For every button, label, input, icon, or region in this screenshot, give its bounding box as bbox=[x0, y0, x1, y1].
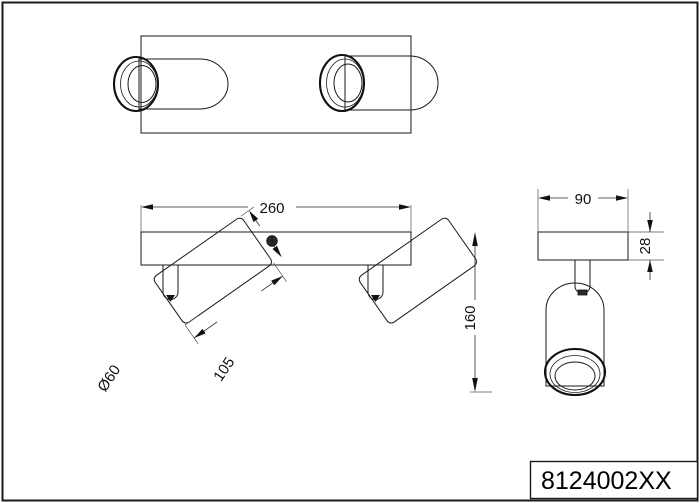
title-block: 8124002XX bbox=[529, 460, 699, 500]
right-spot-joint bbox=[371, 295, 380, 302]
dim-28-arrow-top bbox=[647, 220, 653, 232]
left-spot-body-group bbox=[153, 217, 273, 324]
dim-260-label: 260 bbox=[259, 200, 284, 217]
dim-105-ext-b bbox=[184, 315, 199, 326]
dim-260-arrow-left bbox=[141, 204, 153, 210]
article-code: 8124002XX bbox=[541, 467, 672, 495]
right-spot-body bbox=[358, 217, 478, 324]
canopy-center-screw bbox=[266, 235, 278, 247]
left-spot-joint bbox=[166, 295, 175, 302]
front-view-left-spot bbox=[153, 217, 273, 324]
dim-260-arrow-right bbox=[399, 204, 411, 210]
side-view: 90 28 bbox=[462, 189, 664, 397]
side-view-stem bbox=[574, 259, 591, 294]
right-spot-lens bbox=[333, 63, 363, 103]
side-view-barrel bbox=[545, 282, 605, 387]
dim-60-label: Ø60 bbox=[94, 362, 124, 395]
dim-105-label: 105 bbox=[210, 354, 238, 384]
dim-28-label: 28 bbox=[637, 238, 654, 255]
dim-105-arrow-b bbox=[272, 245, 282, 258]
top-view-right-spot bbox=[318, 53, 439, 113]
dim-28-arrow-bottom bbox=[647, 260, 653, 272]
right-spot-bezel-mid bbox=[326, 58, 364, 108]
dimension-base-height: 28 bbox=[628, 212, 664, 280]
left-spot-bezel-mid bbox=[120, 60, 158, 108]
dim-90-arrow-right bbox=[616, 195, 628, 201]
dim-105-arrow-a bbox=[248, 210, 259, 222]
side-lens-glass bbox=[554, 361, 596, 391]
dim-60-arrow-a bbox=[194, 328, 206, 339]
right-spot-body-group bbox=[358, 217, 478, 324]
side-lens-bezel-outer bbox=[543, 347, 607, 397]
dim-60-ext-a bbox=[184, 324, 199, 344]
dim-160-arrow-bottom bbox=[472, 378, 478, 392]
side-view-canopy-plate bbox=[537, 231, 629, 261]
dim-90-arrow-left bbox=[538, 195, 550, 201]
dim-105-ext-a bbox=[240, 206, 255, 217]
dim-160-label: 160 bbox=[462, 305, 479, 330]
left-spot-body bbox=[153, 217, 273, 324]
front-view: 260 bbox=[94, 200, 478, 395]
left-spot-stem bbox=[162, 264, 179, 300]
dimension-overall-width: 260 bbox=[140, 200, 412, 232]
left-spot-barrel bbox=[138, 58, 229, 110]
dim-60-arrow-b bbox=[271, 276, 283, 286]
side-view-joint bbox=[577, 289, 588, 296]
top-view bbox=[112, 35, 439, 134]
front-view-canopy-bar bbox=[140, 231, 412, 266]
left-spot-lens bbox=[127, 65, 157, 103]
side-view-lens-assembly bbox=[543, 347, 607, 397]
dim-90-label: 90 bbox=[575, 191, 592, 208]
dim-60-ext-b bbox=[273, 262, 287, 282]
left-spot-bezel-outer bbox=[112, 55, 160, 113]
side-lens-bezel-mid bbox=[549, 355, 601, 393]
title-block-box bbox=[529, 460, 699, 500]
right-spot-stem bbox=[367, 264, 384, 300]
dim-160-arrow-top bbox=[472, 232, 478, 246]
dimension-overall-height: 160 bbox=[462, 232, 492, 393]
dimension-base-depth: 90 bbox=[537, 189, 629, 232]
top-view-left-spot bbox=[112, 55, 229, 113]
top-view-base-plate bbox=[140, 35, 412, 134]
front-view-right-spot bbox=[358, 217, 478, 324]
dimension-spot-diameter: Ø60 bbox=[94, 262, 287, 395]
right-spot-barrel bbox=[344, 55, 439, 111]
right-spot-bezel-outer bbox=[318, 53, 366, 113]
